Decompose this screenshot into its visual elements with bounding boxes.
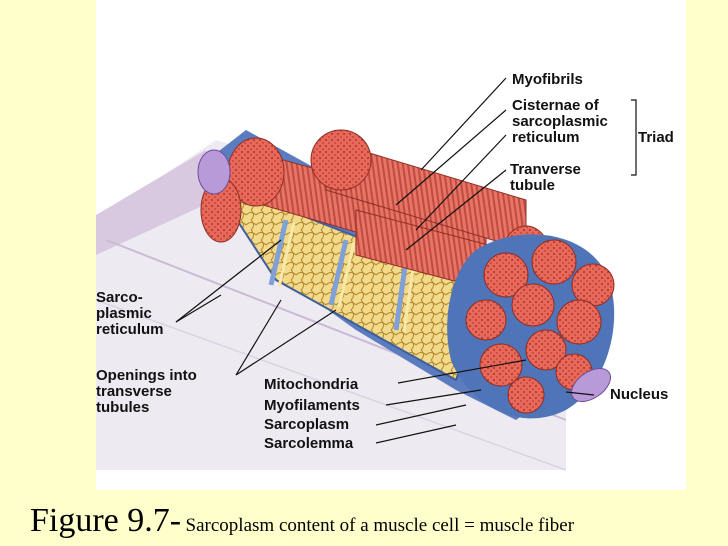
sarcolemma-shadow [96, 150, 226, 255]
muscle-fiber-illustration: Myofibrils Cisternae of sarcoplasmic ret… [96, 0, 686, 490]
label-sarcoplasmic-reticulum: Sarco- plasmic reticulum [96, 289, 164, 338]
label-nucleus: Nucleus [610, 386, 669, 403]
figure-caption: Figure 9.7- Sarcoplasm content of a musc… [30, 502, 574, 540]
label-transverse-tubule: Tranverse tubule [510, 161, 581, 194]
label-mitochondria: Mitochondria [264, 376, 359, 393]
caption-figure-number: Figure 9.7- [30, 502, 182, 539]
caption-text: Sarcoplasm content of a muscle cell = mu… [185, 515, 575, 536]
label-cisternae: Cisternae of sarcoplasmic reticulum [512, 97, 608, 146]
label-myofilaments: Myofilaments [264, 397, 360, 414]
label-openings: Openings into transverse tubules [96, 367, 197, 416]
label-myofibrils: Myofibrils [512, 71, 583, 88]
muscle-fiber-drawing [96, 77, 637, 471]
label-sarcoplasm: Sarcoplasm [264, 416, 350, 433]
left-nucleus [197, 149, 231, 195]
label-triad: Triad [638, 129, 674, 146]
label-sarcolemma: Sarcolemma [264, 435, 354, 452]
